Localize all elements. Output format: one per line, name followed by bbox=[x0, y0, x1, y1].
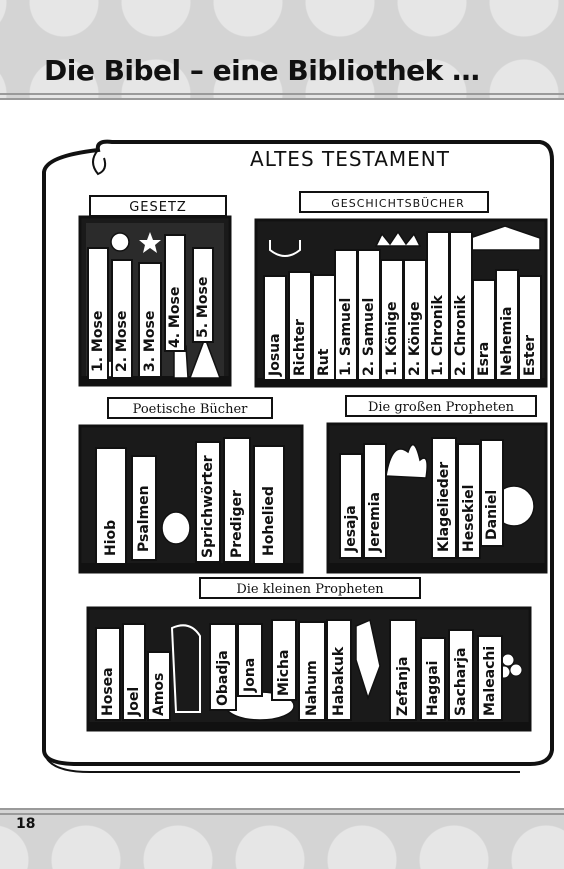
book-spine-jona: Jona bbox=[242, 658, 258, 693]
book-top-curl bbox=[92, 149, 107, 176]
banner-geschichtsbuecher bbox=[299, 191, 489, 213]
book-page-edge bbox=[43, 172, 520, 773]
book-spine-2-könige: 2. Könige bbox=[407, 302, 423, 376]
banner-label-geschichtsbuecher: GESCHICHTSBÜCHER bbox=[331, 197, 464, 210]
fire-icon bbox=[385, 443, 428, 479]
page-title: Die Bibel – eine Bibliothek … bbox=[44, 54, 480, 87]
sun-icon bbox=[110, 232, 130, 252]
banner-kleine-propheten bbox=[199, 577, 421, 599]
books-geschichte bbox=[263, 231, 542, 381]
donkey-icon bbox=[355, 618, 381, 701]
book-spine-4-mose: 4. Mose bbox=[167, 287, 183, 348]
banner-label-poetische-buecher: Poetische Bücher bbox=[133, 402, 249, 417]
banner-label-gesetz: GESETZ bbox=[129, 200, 187, 215]
header-band bbox=[0, 0, 564, 100]
banner-label-grosse-propheten: Die großen Propheten bbox=[368, 400, 515, 415]
harp-icon bbox=[170, 624, 201, 713]
book-spine-habakuk: Habakuk bbox=[331, 646, 347, 716]
shelf-poetische-buecher: Poetische Bücher bbox=[78, 397, 304, 574]
books-gesetz bbox=[87, 234, 214, 381]
footer-rule bbox=[0, 808, 564, 810]
book-spine-josua: Josua bbox=[267, 333, 283, 377]
book-spine-esra: Esra bbox=[476, 342, 492, 376]
book-spine-hesekiel: Hesekiel bbox=[461, 485, 477, 552]
book-spine-maleachi: Maleachi bbox=[482, 646, 498, 716]
book-spine-sacharja: Sacharja bbox=[453, 648, 469, 716]
book-spine-klagelieder: Klagelieder bbox=[436, 462, 452, 552]
book-spine-rut: Rut bbox=[316, 348, 332, 376]
book-spine-1-samuel: 1. Samuel bbox=[338, 298, 354, 376]
book-spine-ester: Ester bbox=[522, 335, 538, 376]
shelf-grosse-propheten: Die großen Propheten bbox=[326, 395, 548, 574]
banner-label-kleine-propheten: Die kleinen Propheten bbox=[236, 582, 384, 597]
book-spine-2-mose: 2. Mose bbox=[114, 311, 130, 372]
book-spine-1-chronik: 1. Chronik bbox=[430, 295, 446, 376]
book-spine-1-mose: 1. Mose bbox=[90, 311, 106, 372]
books-kleine-propheten bbox=[95, 619, 503, 721]
shelf-geschichtsbuecher: GESCHICHTSBÜCHER bbox=[254, 191, 548, 388]
book-spine-5-mose: 5. Mose bbox=[195, 277, 211, 338]
header-rule bbox=[0, 98, 564, 100]
book-spine-1-könige: 1. Könige bbox=[384, 302, 400, 376]
banner-poetische-buecher bbox=[107, 397, 273, 419]
sheep-icon bbox=[161, 511, 191, 545]
book-spine-psalmen: Psalmen bbox=[136, 485, 152, 552]
footer-rule bbox=[0, 813, 564, 815]
book-spine-amos: Amos bbox=[151, 673, 167, 716]
book-spine-haggai: Haggai bbox=[425, 661, 441, 716]
books-grosse-propheten bbox=[339, 437, 504, 559]
book-spine-jeremia: Jeremia bbox=[367, 492, 383, 553]
shelf-kleine-propheten: Die kleinen Propheten bbox=[86, 577, 532, 732]
book-spine-2-chronik: 2. Chronik bbox=[453, 295, 469, 376]
book-spine-hosea: Hosea bbox=[100, 667, 116, 716]
book-spine-obadja: Obadja bbox=[215, 650, 231, 706]
stars-icon bbox=[139, 232, 161, 253]
header-rule bbox=[0, 93, 564, 95]
page-number: 18 bbox=[16, 816, 36, 832]
book-spine-nehemia: Nehemia bbox=[499, 306, 515, 376]
book-spine-micha: Micha bbox=[276, 650, 292, 696]
book-spine-joel: Joel bbox=[126, 687, 142, 717]
book-spine-richter: Richter bbox=[292, 319, 308, 376]
book-spine-nahum: Nahum bbox=[304, 660, 320, 716]
crown-icon bbox=[374, 230, 422, 247]
shelf-gesetz: GESETZ bbox=[78, 195, 232, 387]
book-spine-hiob: Hiob bbox=[103, 520, 119, 556]
menorah-icon bbox=[269, 240, 301, 257]
book-spine-sprichwörter: Sprichwörter bbox=[200, 455, 216, 558]
book-spine-2-samuel: 2. Samuel bbox=[361, 298, 377, 376]
footer-band bbox=[0, 808, 564, 869]
banner-gesetz bbox=[89, 195, 227, 217]
book-spine-daniel: Daniel bbox=[484, 490, 500, 540]
book-spine-jesaja: Jesaja bbox=[343, 505, 359, 553]
book-spine-hohelied: Hohelied bbox=[261, 486, 277, 556]
bookshelf-illustration: ALTES TESTAMENT GESETZ bbox=[42, 139, 554, 773]
book-spine-zefanja: Zefanja bbox=[395, 657, 411, 716]
tent-icon bbox=[188, 335, 222, 379]
books-poetisch bbox=[95, 437, 285, 565]
book-spine-3-mose: 3. Mose bbox=[142, 311, 158, 372]
book-title: ALTES TESTAMENT bbox=[250, 147, 450, 171]
banner-grosse-propheten bbox=[345, 395, 537, 417]
book-spine-prediger: Prediger bbox=[229, 490, 245, 558]
